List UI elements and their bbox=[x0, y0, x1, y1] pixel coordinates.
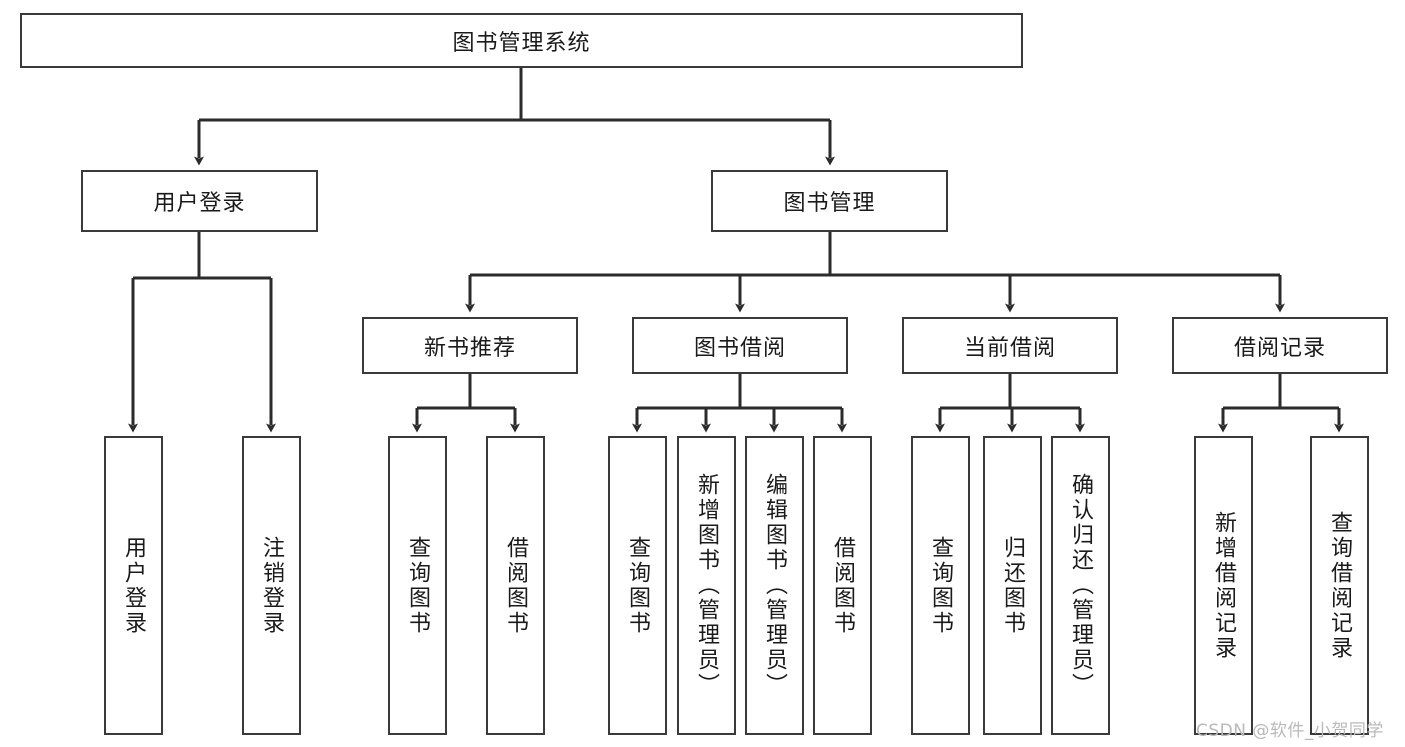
node-book-manage[interactable]: 图书管理 bbox=[711, 170, 948, 232]
leaf-edit-book-admin[interactable]: 编辑图书（管理员） bbox=[745, 436, 804, 735]
leaf-logout[interactable]: 注销登录 bbox=[242, 436, 301, 735]
leaf-query-book-borrow[interactable]: 查询图书 bbox=[608, 436, 667, 735]
leaf-label: 查询图书 bbox=[405, 535, 431, 636]
leaf-label: 归还图书 bbox=[1000, 535, 1026, 636]
leaf-add-book-admin[interactable]: 新增图书（管理员） bbox=[677, 436, 736, 735]
leaf-query-book-recommend[interactable]: 查询图书 bbox=[388, 436, 447, 735]
leaf-query-book-current[interactable]: 查询图书 bbox=[911, 436, 970, 735]
leaf-label: 借阅图书 bbox=[503, 535, 529, 636]
node-book-borrow[interactable]: 图书借阅 bbox=[632, 317, 848, 374]
leaf-return-book[interactable]: 归还图书 bbox=[983, 436, 1042, 735]
leaf-borrow-book[interactable]: 借阅图书 bbox=[813, 436, 872, 735]
leaf-borrow-book-recommend[interactable]: 借阅图书 bbox=[486, 436, 545, 735]
leaf-label: 借阅图书 bbox=[830, 535, 856, 636]
node-borrow-record[interactable]: 借阅记录 bbox=[1172, 317, 1388, 374]
node-current-borrow[interactable]: 当前借阅 bbox=[902, 317, 1118, 374]
leaf-label: 查询图书 bbox=[625, 535, 651, 636]
leaf-label: 确认归还（管理员） bbox=[1068, 473, 1094, 698]
leaf-label: 新增图书（管理员） bbox=[694, 473, 720, 698]
leaf-label: 注销登录 bbox=[259, 535, 285, 636]
node-user-login[interactable]: 用户登录 bbox=[81, 170, 318, 232]
csdn-watermark: CSDN @软件_小贺同学 bbox=[1196, 721, 1384, 741]
leaf-label: 查询借阅记录 bbox=[1327, 510, 1353, 661]
leaf-label: 用户登录 bbox=[121, 535, 147, 636]
leaf-label: 编辑图书（管理员） bbox=[762, 473, 788, 698]
leaf-query-borrow-record[interactable]: 查询借阅记录 bbox=[1310, 436, 1369, 735]
node-root[interactable]: 图书管理系统 bbox=[20, 13, 1023, 68]
leaf-confirm-return-admin[interactable]: 确认归还（管理员） bbox=[1051, 436, 1110, 735]
leaf-label: 新增借阅记录 bbox=[1211, 510, 1237, 661]
node-new-book-recommend[interactable]: 新书推荐 bbox=[362, 317, 578, 374]
leaf-label: 查询图书 bbox=[928, 535, 954, 636]
leaf-user-login[interactable]: 用户登录 bbox=[104, 436, 163, 735]
leaf-add-borrow-record[interactable]: 新增借阅记录 bbox=[1194, 436, 1253, 735]
